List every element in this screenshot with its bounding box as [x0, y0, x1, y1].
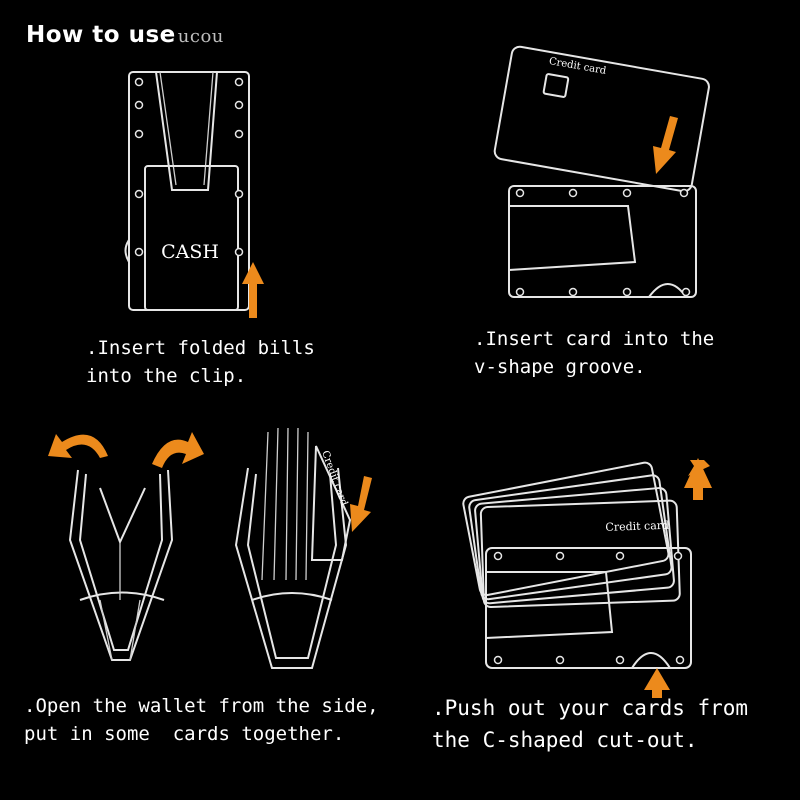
panel-1-illustration: CASH	[124, 71, 264, 318]
panel-3-wallet-with-cards: Credit card	[234, 427, 372, 669]
screw	[568, 287, 578, 297]
screw	[615, 551, 625, 561]
arrow-up-icon	[684, 458, 712, 500]
screw	[555, 551, 565, 561]
screw	[515, 188, 525, 198]
v-shape-groove	[485, 571, 614, 639]
c-cutout	[648, 283, 687, 298]
arrow-down-icon	[350, 476, 372, 532]
folded-bills	[144, 165, 239, 311]
step-3-text: .Open the wallet from the side, put in s…	[24, 692, 379, 748]
screw	[615, 655, 625, 665]
step-2-text: .Insert card into the v-shape groove.	[474, 325, 714, 381]
step-4-line-2: the C-shaped cut-out.	[432, 728, 698, 752]
screw	[493, 655, 503, 665]
card-stack	[261, 427, 309, 581]
wallet-plate	[508, 185, 697, 298]
wallet-outer	[68, 469, 174, 661]
clip-edges	[159, 71, 214, 186]
title-smudge: ucou	[177, 26, 224, 47]
fanned-card	[468, 474, 673, 601]
credit-card	[493, 45, 710, 193]
wallet-inner	[78, 473, 164, 651]
screw	[681, 287, 691, 297]
step-1-text: .Insert folded bills into the clip.	[86, 334, 315, 390]
screw	[134, 189, 144, 199]
wallet-clip	[99, 487, 146, 545]
panel-2-illustration: Credit card	[493, 45, 710, 298]
screw	[134, 77, 144, 87]
panel-4-illustration: Credit card	[462, 458, 712, 698]
screw	[679, 188, 689, 198]
wallet-plate	[485, 547, 692, 669]
c-cutout	[631, 652, 671, 669]
wallet-lines	[99, 542, 141, 661]
wallet-fold	[79, 591, 165, 601]
screw	[134, 100, 144, 110]
screw	[234, 247, 244, 257]
cash-label: CASH	[161, 241, 219, 263]
screw	[622, 287, 632, 297]
money-clip	[154, 71, 219, 191]
cutout-edge	[124, 239, 130, 263]
screw	[515, 287, 525, 297]
arrow-up-icon	[242, 262, 264, 318]
card-chip	[542, 73, 570, 98]
credit-card-label: Credit card	[319, 449, 349, 508]
arrow-left-icon	[48, 434, 108, 458]
screw	[673, 551, 683, 561]
screw	[234, 77, 244, 87]
step-2-line-1: .Insert card into the	[474, 328, 715, 350]
step-3-line-2: put in some cards together.	[24, 723, 345, 745]
step-1-line-2: into the clip.	[86, 365, 247, 387]
screw	[234, 189, 244, 199]
step-1-line-1: .Insert folded bills	[86, 337, 315, 359]
arrow-up-icon	[644, 668, 670, 698]
step-3-line-1: .Open the wallet from the side,	[24, 695, 379, 717]
step-2-line-2: v-shape groove.	[474, 356, 646, 378]
wallet-inner	[246, 473, 338, 659]
credit-card-label: Credit card	[548, 56, 608, 77]
arrow-down-icon	[653, 116, 678, 174]
fanned-card	[474, 487, 675, 605]
step-4-line-1: .Push out your cards from	[432, 696, 749, 720]
screw	[622, 188, 632, 198]
screw	[234, 129, 244, 139]
screw	[134, 247, 144, 257]
v-shape-groove	[508, 205, 637, 271]
fanned-card	[462, 461, 670, 597]
screw	[234, 100, 244, 110]
screw	[555, 655, 565, 665]
step-4-text: .Push out your cards from the C-shaped c…	[432, 692, 748, 756]
screw	[568, 188, 578, 198]
arrow-right-icon	[152, 432, 204, 468]
wallet-fold	[251, 592, 333, 601]
screw	[675, 655, 685, 665]
credit-card	[310, 445, 352, 561]
wallet-outer	[234, 467, 348, 669]
screw	[134, 129, 144, 139]
credit-card-label: Credit card	[605, 519, 669, 534]
screw	[493, 551, 503, 561]
panel-3-open-wallet	[48, 432, 204, 661]
title-text: How to use	[26, 22, 176, 48]
fanned-card	[479, 499, 681, 608]
